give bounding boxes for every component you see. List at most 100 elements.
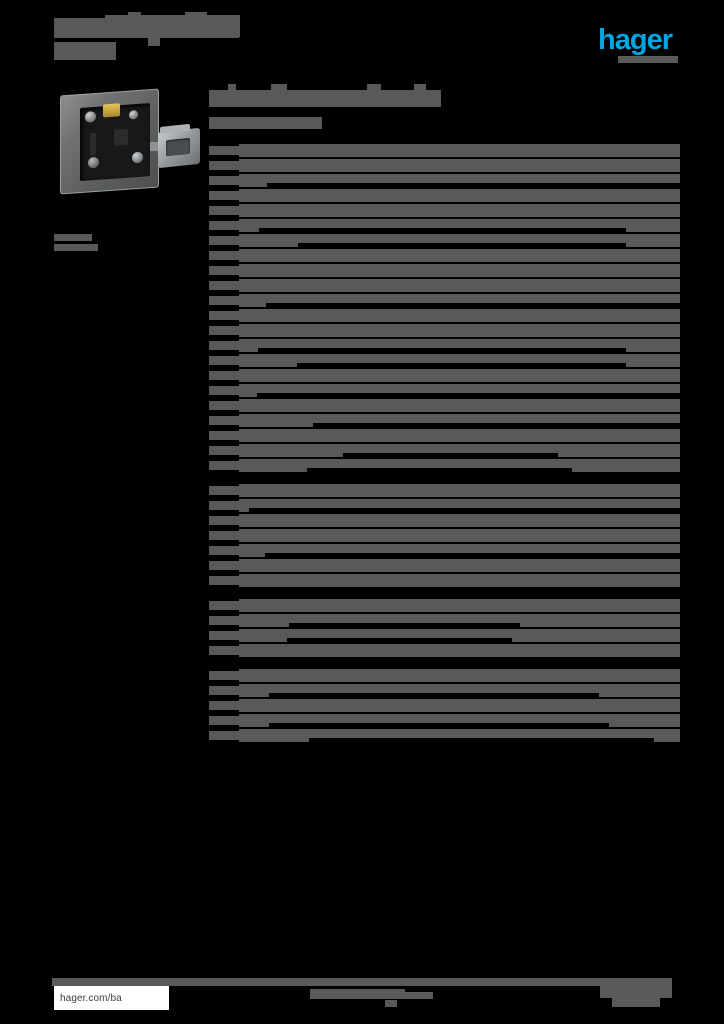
row-divider — [209, 172, 680, 174]
table-row — [209, 444, 680, 457]
table-row — [209, 174, 680, 187]
table-row — [209, 559, 680, 572]
row-divider — [209, 727, 680, 729]
row-label-gap — [209, 200, 239, 202]
enclosure-body — [60, 88, 159, 195]
row-divider — [209, 427, 680, 429]
enclosure-rib — [114, 128, 128, 146]
row-divider — [209, 367, 680, 369]
row-label-gap — [209, 699, 239, 701]
row-label-gap — [209, 264, 239, 266]
row-value-baseline-gap — [267, 183, 680, 187]
row-value-baseline-gap — [298, 243, 626, 247]
brass-terminal — [103, 103, 120, 118]
row-label-gap — [209, 695, 239, 697]
row-label-gap — [209, 309, 239, 311]
row-label-gap — [209, 215, 239, 217]
row-value-baseline-gap — [258, 348, 626, 352]
row-divider — [209, 697, 680, 699]
row-divider — [209, 307, 680, 309]
row-divider — [209, 382, 680, 384]
enclosure-rib — [90, 132, 96, 156]
product-image — [54, 84, 204, 202]
row-label-gap — [209, 440, 239, 442]
row-label-gap — [209, 395, 239, 397]
table-row — [209, 669, 680, 682]
connector-lead — [150, 142, 162, 151]
row-label-gap — [209, 680, 239, 682]
row-label-gap — [209, 655, 239, 657]
page-header: hager — [0, 0, 724, 78]
row-label-gap — [209, 170, 239, 172]
table-row — [209, 414, 680, 427]
row-label-gap — [209, 339, 239, 341]
row-label-gap — [209, 555, 239, 557]
row-value-baseline-gap — [307, 468, 572, 472]
row-label-gap — [209, 510, 239, 512]
product-image-caption — [54, 234, 204, 251]
table-row — [209, 574, 680, 587]
row-value-baseline-gap — [269, 693, 599, 697]
footer-divider — [52, 978, 672, 986]
row-label-gap — [209, 614, 239, 616]
row-divider — [209, 512, 680, 514]
table-row — [209, 219, 680, 232]
row-label-gap — [209, 540, 239, 542]
row-divider — [209, 157, 680, 159]
row-label-gap — [209, 260, 239, 262]
row-label-gap — [209, 455, 239, 457]
row-label-gap — [209, 729, 239, 731]
row-value-baseline-gap — [309, 738, 654, 742]
table-row — [209, 354, 680, 367]
row-label-gap — [209, 159, 239, 161]
title-ascender-a — [228, 84, 236, 91]
row-label-gap — [209, 414, 239, 416]
row-label-gap — [209, 249, 239, 251]
table-row — [209, 204, 680, 217]
row-label-gap — [209, 384, 239, 386]
page-title-text — [209, 90, 441, 107]
title-ascender-c — [367, 84, 381, 91]
row-divider — [209, 352, 680, 354]
table-row — [209, 429, 680, 442]
table-row — [209, 499, 680, 512]
table-row — [209, 699, 680, 712]
page-title — [209, 84, 680, 110]
row-divider — [209, 457, 680, 459]
table-row — [209, 159, 680, 172]
row-divider — [209, 397, 680, 399]
footer-page-number-secondary — [612, 998, 660, 1007]
row-label-gap — [209, 529, 239, 531]
row-value-baseline-gap — [269, 723, 609, 727]
left-column — [54, 84, 204, 251]
footer-url-box[interactable]: hager.com/ba — [54, 986, 169, 1010]
caption-line-2 — [54, 244, 98, 251]
connector-tab — [160, 123, 190, 134]
row-label-gap — [209, 574, 239, 576]
row-label-gap — [209, 629, 239, 631]
row-value-baseline-gap — [265, 553, 680, 557]
table-row — [209, 384, 680, 397]
table-row — [209, 599, 680, 612]
row-value-baseline-gap — [289, 623, 520, 627]
row-divider — [209, 247, 680, 249]
group-divider — [209, 589, 680, 599]
table-row — [209, 514, 680, 527]
table-row — [209, 294, 680, 307]
row-label-gap — [209, 174, 239, 176]
group-divider — [209, 659, 680, 669]
footer-url: hager.com/ba — [60, 992, 122, 1004]
row-divider — [209, 217, 680, 219]
row-divider — [209, 557, 680, 559]
row-divider — [209, 442, 680, 444]
row-label-gap — [209, 410, 239, 412]
row-divider — [209, 187, 680, 189]
table-row — [209, 459, 680, 472]
row-label-gap — [209, 320, 239, 322]
row-divider — [209, 587, 680, 589]
row-label-gap — [209, 599, 239, 601]
row-value-baseline-gap — [257, 393, 680, 397]
row-label-gap — [209, 514, 239, 516]
footer-center-text-2 — [405, 992, 433, 999]
